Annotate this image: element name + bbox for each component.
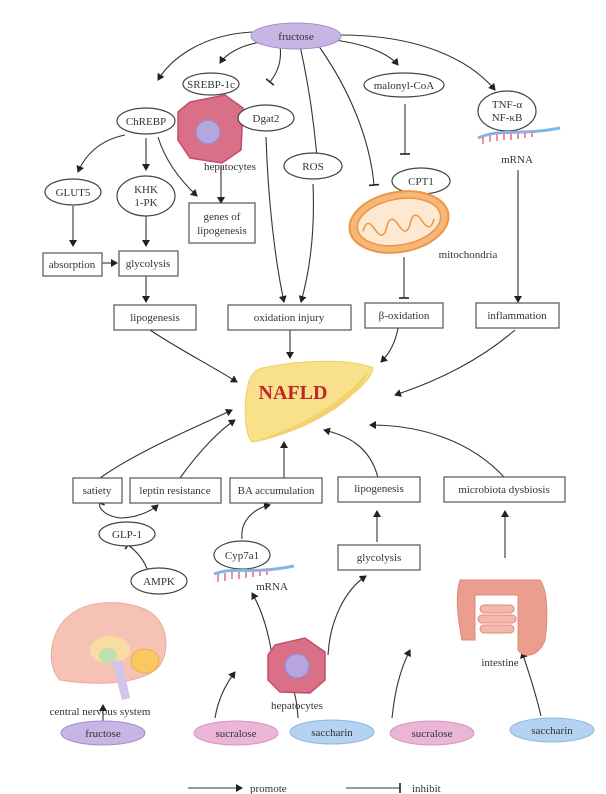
node-dgat2: Dgat2 (237, 104, 295, 132)
node-srebp1c: SREBP-1c (182, 72, 240, 96)
intestine-icon (456, 579, 548, 656)
hepatocyte-bottom-icon (267, 637, 326, 694)
node-chrebp: ChREBP (116, 107, 176, 135)
fructose-bottom-label: fructose (85, 728, 121, 740)
node-ros: ROS (283, 152, 343, 180)
glut5-label: GLUT5 (56, 187, 91, 199)
hepatocytes-top-label: hepatocytes (204, 161, 256, 173)
node-absorption: absorption (42, 252, 103, 277)
legend-inhibit-label: inhibit (412, 783, 441, 794)
brain-icon (50, 602, 167, 700)
lipogenesis-bottom-label: lipogenesis (354, 483, 404, 495)
cns-label: central nervous system (50, 706, 151, 718)
leptin-label: leptin resistance (139, 485, 210, 497)
inflammation-label: inflammation (487, 310, 547, 322)
khk-label: KHK (134, 184, 158, 196)
saccharin1-label: saccharin (311, 727, 353, 739)
node-saccharin-1: saccharin (289, 719, 375, 745)
malonyl-label: malonyl-CoA (374, 80, 435, 92)
hepatocyte-top-icon (177, 94, 244, 164)
legend: promote inhibit (188, 783, 441, 794)
fructose-top-label: fructose (278, 31, 314, 43)
node-lipogenesis-top: lipogenesis (113, 304, 197, 331)
top-connectors (69, 31, 522, 397)
glp1-label: GLP-1 (112, 529, 142, 541)
node-ba-accumulation: BA accumulation (229, 477, 323, 504)
genes-label-1: genes of (204, 211, 241, 223)
saccharin2-label: saccharin (531, 725, 573, 737)
ros-label: ROS (302, 161, 323, 173)
mrna-bottom-label: mRNA (256, 581, 288, 593)
mrna-top-icon (477, 126, 561, 144)
node-microbiota-dysbiosis: microbiota dysbiosis (443, 476, 566, 503)
node-inflammation: inflammation (475, 302, 560, 329)
node-beta-oxidation: β-oxidation (364, 302, 444, 329)
hepatocytes-bottom-label: hepatocytes (271, 700, 323, 712)
beta-oxidation-label: β-oxidation (379, 310, 430, 322)
genes-label-2: lipogenesis (197, 225, 247, 237)
liver-icon (244, 360, 374, 443)
dgat2-label: Dgat2 (253, 113, 280, 125)
tnf-label: TNF-α (492, 99, 522, 111)
oxidation-injury-label: oxidation injury (254, 312, 325, 324)
legend-promote-label: promote (250, 783, 287, 794)
node-sucralose-2: sucralose (389, 720, 475, 746)
mitochondria-icon (348, 190, 450, 254)
ampk-label: AMPK (143, 576, 175, 588)
satiety-label: satiety (83, 485, 112, 497)
nfkb-label: NF-κB (492, 112, 523, 124)
node-oxidation-injury: oxidation injury (227, 304, 352, 331)
lipogenesis-top-label: lipogenesis (130, 312, 180, 324)
glycolysis-bottom-label: glycolysis (357, 552, 402, 564)
nafld-label: NAFLD (259, 382, 328, 404)
microbiota-label: microbiota dysbiosis (458, 484, 549, 496)
node-genes-of-lipogenesis: genes of lipogenesis (188, 202, 256, 244)
chrebp-label: ChREBP (126, 116, 166, 128)
bottom-connectors (95, 408, 542, 722)
node-satiety: satiety (72, 477, 123, 504)
node-tnf-nfkb: TNF-α NF-κB (477, 90, 537, 132)
absorption-label: absorption (49, 259, 96, 271)
sucralose1-label: sucralose (216, 728, 257, 740)
ba-label: BA accumulation (238, 485, 315, 497)
node-lipogenesis-bottom: lipogenesis (337, 476, 421, 503)
1pk-label: 1-PK (134, 197, 157, 209)
cpt1-label: CPT1 (408, 176, 434, 188)
mrna-top-label: mRNA (501, 154, 533, 166)
mrna-bottom-icon (213, 564, 295, 582)
intestine-label: intestine (481, 657, 518, 669)
node-glycolysis-bottom: glycolysis (337, 544, 421, 571)
sucralose2-label: sucralose (412, 728, 453, 740)
node-sucralose-1: sucralose (193, 720, 279, 746)
node-glycolysis-top: glycolysis (118, 250, 179, 277)
mitochondria-label: mitochondria (439, 249, 498, 261)
node-fructose-top: fructose (250, 22, 342, 50)
node-fructose-bottom: fructose (60, 720, 146, 746)
node-cpt1: CPT1 (391, 167, 451, 195)
node-leptin-resistance: leptin resistance (129, 477, 222, 504)
srebp-label: SREBP-1c (187, 79, 235, 91)
cyp7a1-label: Cyp7a1 (225, 550, 259, 562)
glycolysis-top-label: glycolysis (126, 258, 171, 270)
node-saccharin-2: saccharin (509, 717, 595, 743)
node-glut5: GLUT5 (44, 178, 102, 206)
node-malonyl-coa: malonyl-CoA (363, 72, 445, 98)
node-cyp7a1: Cyp7a1 (213, 540, 271, 570)
node-khk-1pk: KHK 1-PK (116, 175, 176, 217)
node-ampk: AMPK (130, 567, 188, 595)
node-glp1: GLP-1 (98, 521, 156, 547)
